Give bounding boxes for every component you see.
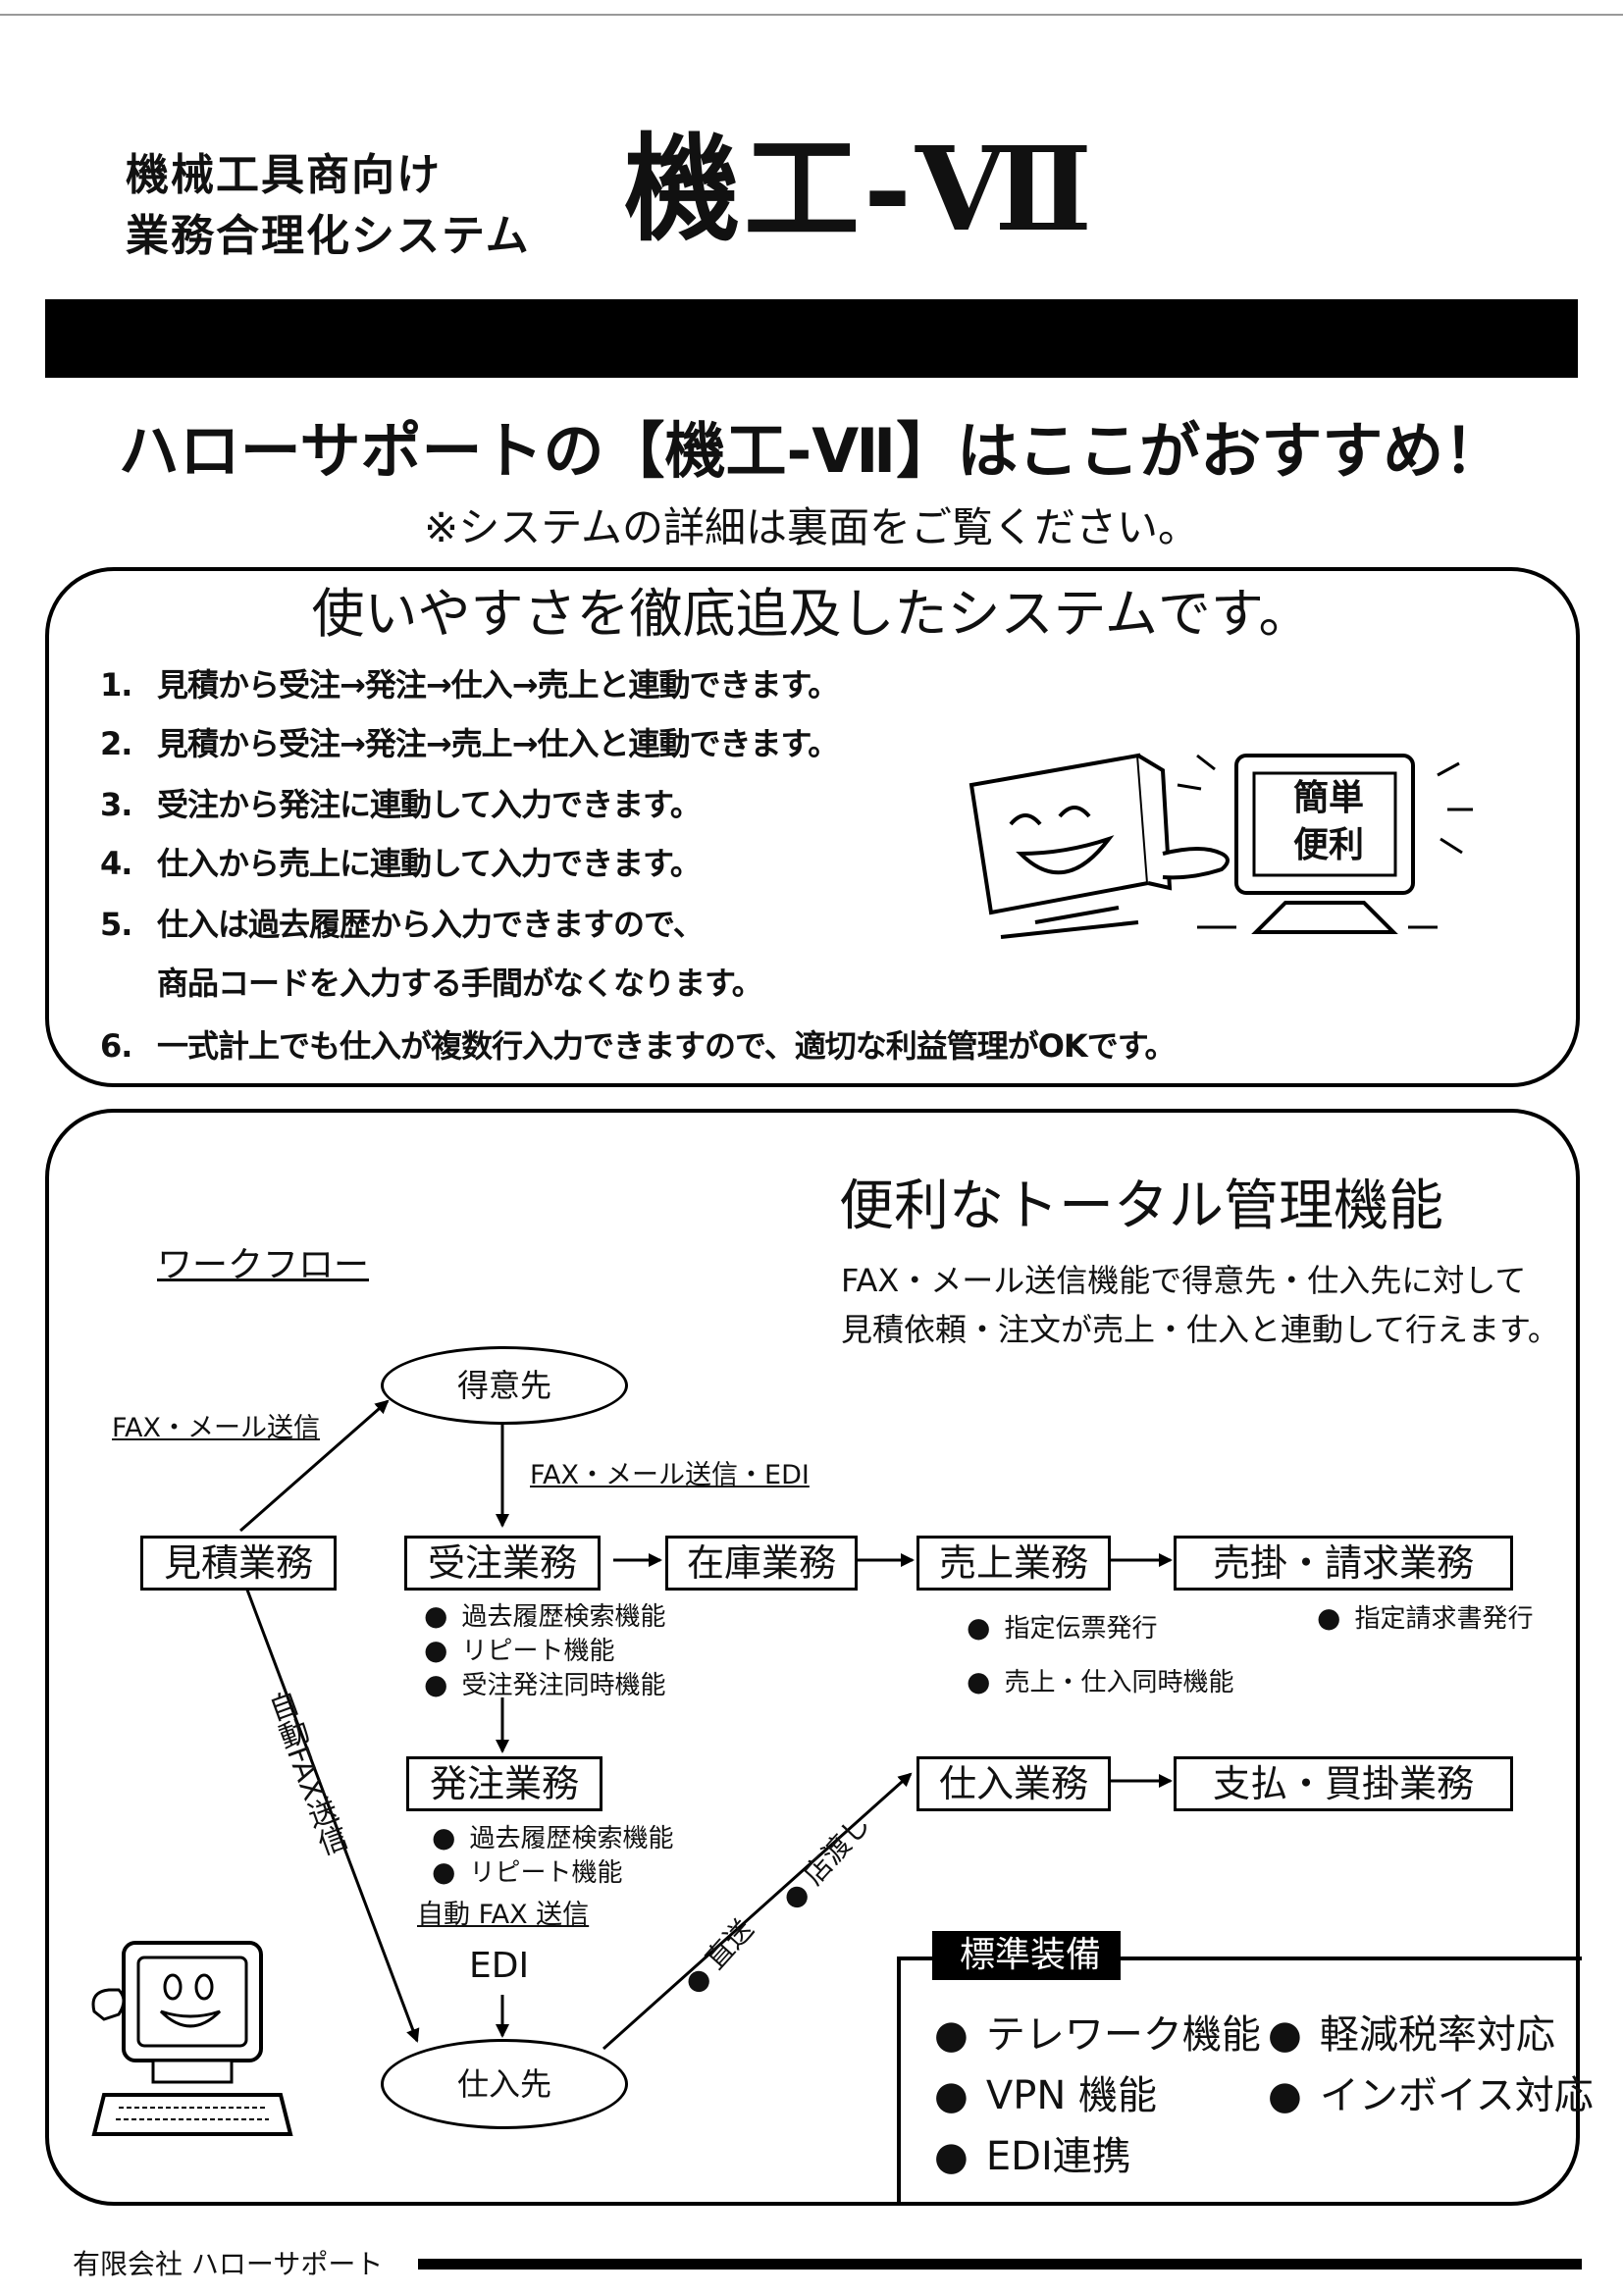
node-payables: 支払・買掛業務 (1174, 1756, 1513, 1811)
standard-equipment-box (897, 1957, 1582, 2206)
feature-item: 商品コードを入力する手間がなくなります。 (157, 965, 763, 1002)
back-side-note: ※システムの詳細は裏面をご覧ください。 (424, 503, 1199, 551)
receivables-features: ●指定請求書発行 (1317, 1601, 1533, 1636)
list-item: ●指定請求書発行 (1317, 1601, 1534, 1634)
list-item: ●リピート機能 (432, 1855, 623, 1888)
ease-of-use-title: 使いやすさを徹底追及したシステムです。 (311, 583, 1312, 645)
footer-bar (418, 2259, 1582, 2270)
illustration-screen-text: 簡単 便利 (1292, 778, 1364, 865)
order-placed-features: ●過去履歴検索機能 ●リピート機能 (432, 1821, 673, 1890)
sales-features: ●指定伝票発行 ●売上・仕入同時機能 (967, 1601, 1233, 1709)
list-item: ●売上・仕入同時機能 (967, 1665, 1234, 1697)
feature-item: 3.受注から発注に連動して入力できます。 (100, 786, 702, 823)
node-estimate: 見積業務 (140, 1536, 337, 1591)
feature-item: 4.仕入から売上に連動して入力できます。 (100, 845, 702, 882)
standard-item: ●VPN 機能 (934, 2073, 1158, 2118)
node-customer: 得意先 (381, 1346, 628, 1425)
list-item: ●過去履歴検索機能 (424, 1599, 666, 1632)
ease-of-use-box (45, 567, 1580, 1087)
node-sales: 売上業務 (916, 1536, 1111, 1591)
headline: ハローサポートの【機工-Ⅶ】はここがおすすめ！ (118, 415, 1505, 487)
workflow-label: ワークフロー (157, 1245, 370, 1285)
feature-item: 6.一式計上でも仕入が複数行入力できますので、適切な利益管理がOKです。 (100, 1027, 1177, 1065)
standard-item: ●テレワーク機能 (934, 2012, 1261, 2058)
node-purchase: 仕入業務 (916, 1756, 1111, 1811)
order-received-features: ●過去履歴検索機能 ●リピート機能 ●受注発注同時機能 (424, 1599, 665, 1702)
subtitle-line-1: 機械工具商向け (126, 150, 442, 200)
node-inventory: 在庫業務 (665, 1536, 858, 1591)
node-supplier: 仕入先 (381, 2039, 628, 2129)
node-order-received: 受注業務 (404, 1536, 601, 1591)
total-management-title: 便利なトータル管理機能 (839, 1174, 1443, 1238)
list-item: ●指定伝票発行 (967, 1611, 1158, 1644)
standard-item: ●軽減税率対応 (1268, 2012, 1555, 2058)
subtitle-line-2: 業務合理化システム (126, 211, 531, 261)
black-banner (45, 299, 1578, 378)
brand-title: 機工-Ⅶ (624, 121, 1096, 257)
computers-illustration (969, 753, 1473, 939)
total-management-box (45, 1109, 1580, 2206)
node-order-placed: 発注業務 (406, 1756, 602, 1811)
feature-item: 1.見積から受注→発注→仕入→売上と連動できます。 (100, 666, 839, 704)
edge-label-order-supplier-fax: 自動 FAX 送信 (417, 1900, 590, 1930)
feature-item: 2.見積から受注→発注→売上→仕入と連動できます。 (100, 725, 839, 762)
edge-label-order-supplier-edi: EDI (469, 1946, 530, 1986)
standard-item: ●EDI連携 (934, 2134, 1131, 2179)
total-management-desc: FAX・メール送信機能で得意先・仕入先に対して 見積依頼・注文が売上・仕入と連動… (841, 1262, 1559, 1348)
list-item: ●受注発注同時機能 (424, 1668, 666, 1700)
list-item: ●過去履歴検索機能 (432, 1821, 674, 1853)
list-item: ●リピート機能 (424, 1634, 615, 1666)
top-rule (0, 14, 1623, 16)
edge-label-estimate-customer: FAX・メール送信 (112, 1413, 321, 1443)
feature-item: 5.仕入は過去履歴から入力できますので、 (100, 906, 705, 943)
computer-mascot-illustration (91, 1941, 293, 2136)
standard-item: ●インボイス対応 (1268, 2073, 1594, 2118)
standard-equipment-label: 標準装備 (932, 1931, 1122, 1980)
edge-label-customer-order: FAX・メール送信・EDI (530, 1460, 810, 1490)
footer-company: 有限会社 ハローサポート (73, 2248, 384, 2280)
node-receivables: 売掛・請求業務 (1174, 1536, 1513, 1591)
header-subtitle: 機械工具商向け 業務合理化システム (126, 145, 531, 267)
